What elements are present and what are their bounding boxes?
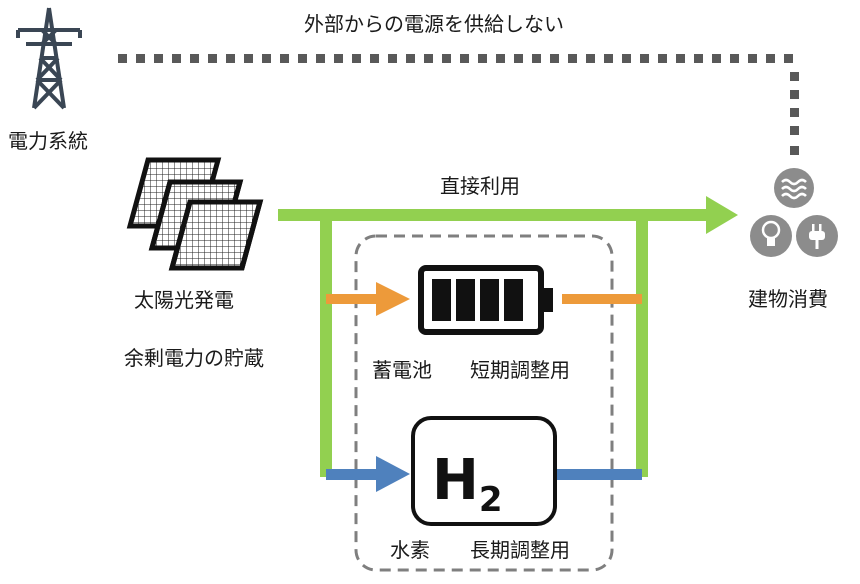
h2-letter: H bbox=[432, 448, 479, 513]
hydrogen-term-label: 長期調整用 bbox=[470, 538, 570, 562]
transmission-tower-icon bbox=[16, 7, 82, 110]
storage-output-bus-line bbox=[636, 215, 648, 477]
battery-discharge-line bbox=[562, 294, 642, 304]
no-external-supply-label: 外部からの電源を供給しない bbox=[304, 12, 564, 36]
surplus-storage-label: 余剰電力の貯蔵 bbox=[124, 346, 264, 370]
consumption-label: 建物消費 bbox=[748, 287, 828, 311]
battery-icon bbox=[418, 265, 553, 335]
storage-dashed-box bbox=[354, 234, 614, 572]
direct-use-label: 直接利用 bbox=[440, 174, 520, 198]
h2-symbol: H2 bbox=[432, 448, 503, 520]
storage-input-bus-line bbox=[320, 215, 332, 477]
hydrogen-discharge-line bbox=[556, 469, 642, 480]
battery-term-label: 短期調整用 bbox=[470, 358, 570, 382]
solar-label: 太陽光発電 bbox=[134, 288, 234, 312]
battery-charge-arrow bbox=[326, 282, 410, 316]
battery-label: 蓄電池 bbox=[372, 358, 432, 382]
direct-use-flow-line bbox=[278, 196, 738, 234]
hydrogen-tank-icon bbox=[411, 416, 557, 526]
hydrogen-charge-arrow bbox=[326, 456, 410, 492]
h2-subscript: 2 bbox=[478, 480, 503, 520]
grid-supply-dotted-line bbox=[118, 54, 799, 155]
plug-icon bbox=[796, 215, 838, 257]
hydrogen-label: 水素 bbox=[390, 538, 430, 562]
solar-panels-icon bbox=[126, 157, 264, 271]
lightbulb-icon bbox=[750, 215, 792, 257]
heat-icon bbox=[774, 168, 814, 208]
grid-label: 電力系統 bbox=[8, 129, 88, 153]
